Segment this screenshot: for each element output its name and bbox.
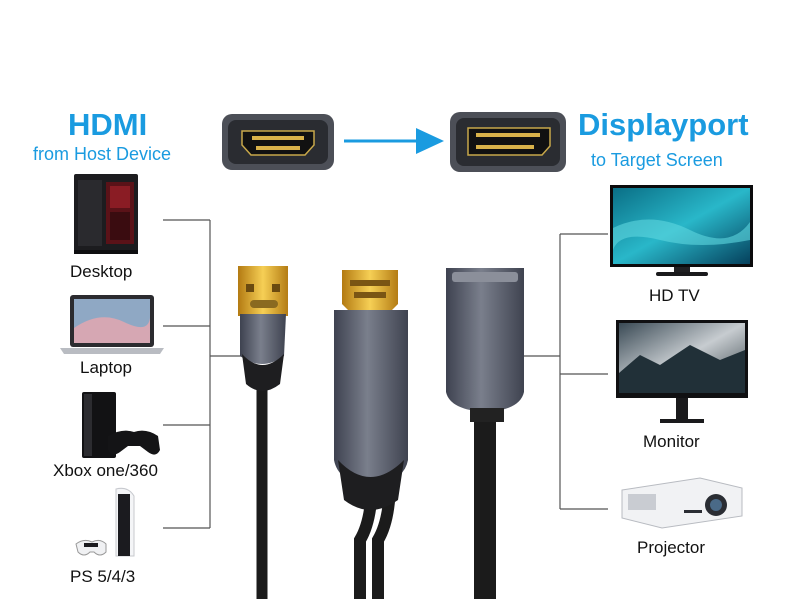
hdmi-port-icon: [222, 114, 334, 170]
projector-icon: [621, 477, 743, 529]
device-label-hdtv: HD TV: [649, 286, 700, 305]
usb-a-connector: [238, 266, 288, 391]
device-label-monitor: Monitor: [643, 432, 700, 451]
device-label-xbox: Xbox one/360: [53, 461, 158, 480]
device-label-projector: Projector: [637, 538, 706, 557]
monitor-icon: [616, 320, 748, 423]
hdmi-subtitle: from Host Device: [33, 144, 172, 164]
device-label-laptop: Laptop: [80, 358, 132, 377]
game-console-icon: [82, 392, 160, 458]
target-bracket-lines: [504, 233, 608, 510]
hdmi-title: HDMI: [68, 107, 148, 142]
device-label-playstation: PS 5/4/3: [70, 567, 136, 586]
playstation-5-icon: [75, 487, 135, 557]
displayport-title: Displayport: [578, 107, 749, 142]
displayport-subtitle: to Target Screen: [591, 150, 723, 170]
hdmi-connector: [334, 270, 408, 510]
desktop-tower-icon: [74, 174, 138, 254]
displayport-female-connector: [446, 268, 524, 422]
displayport-port-icon: [450, 112, 566, 172]
tv-icon: [610, 185, 753, 276]
laptop-icon: [60, 295, 164, 354]
device-label-desktop: Desktop: [70, 262, 133, 281]
arrow-right-icon: [344, 128, 444, 154]
